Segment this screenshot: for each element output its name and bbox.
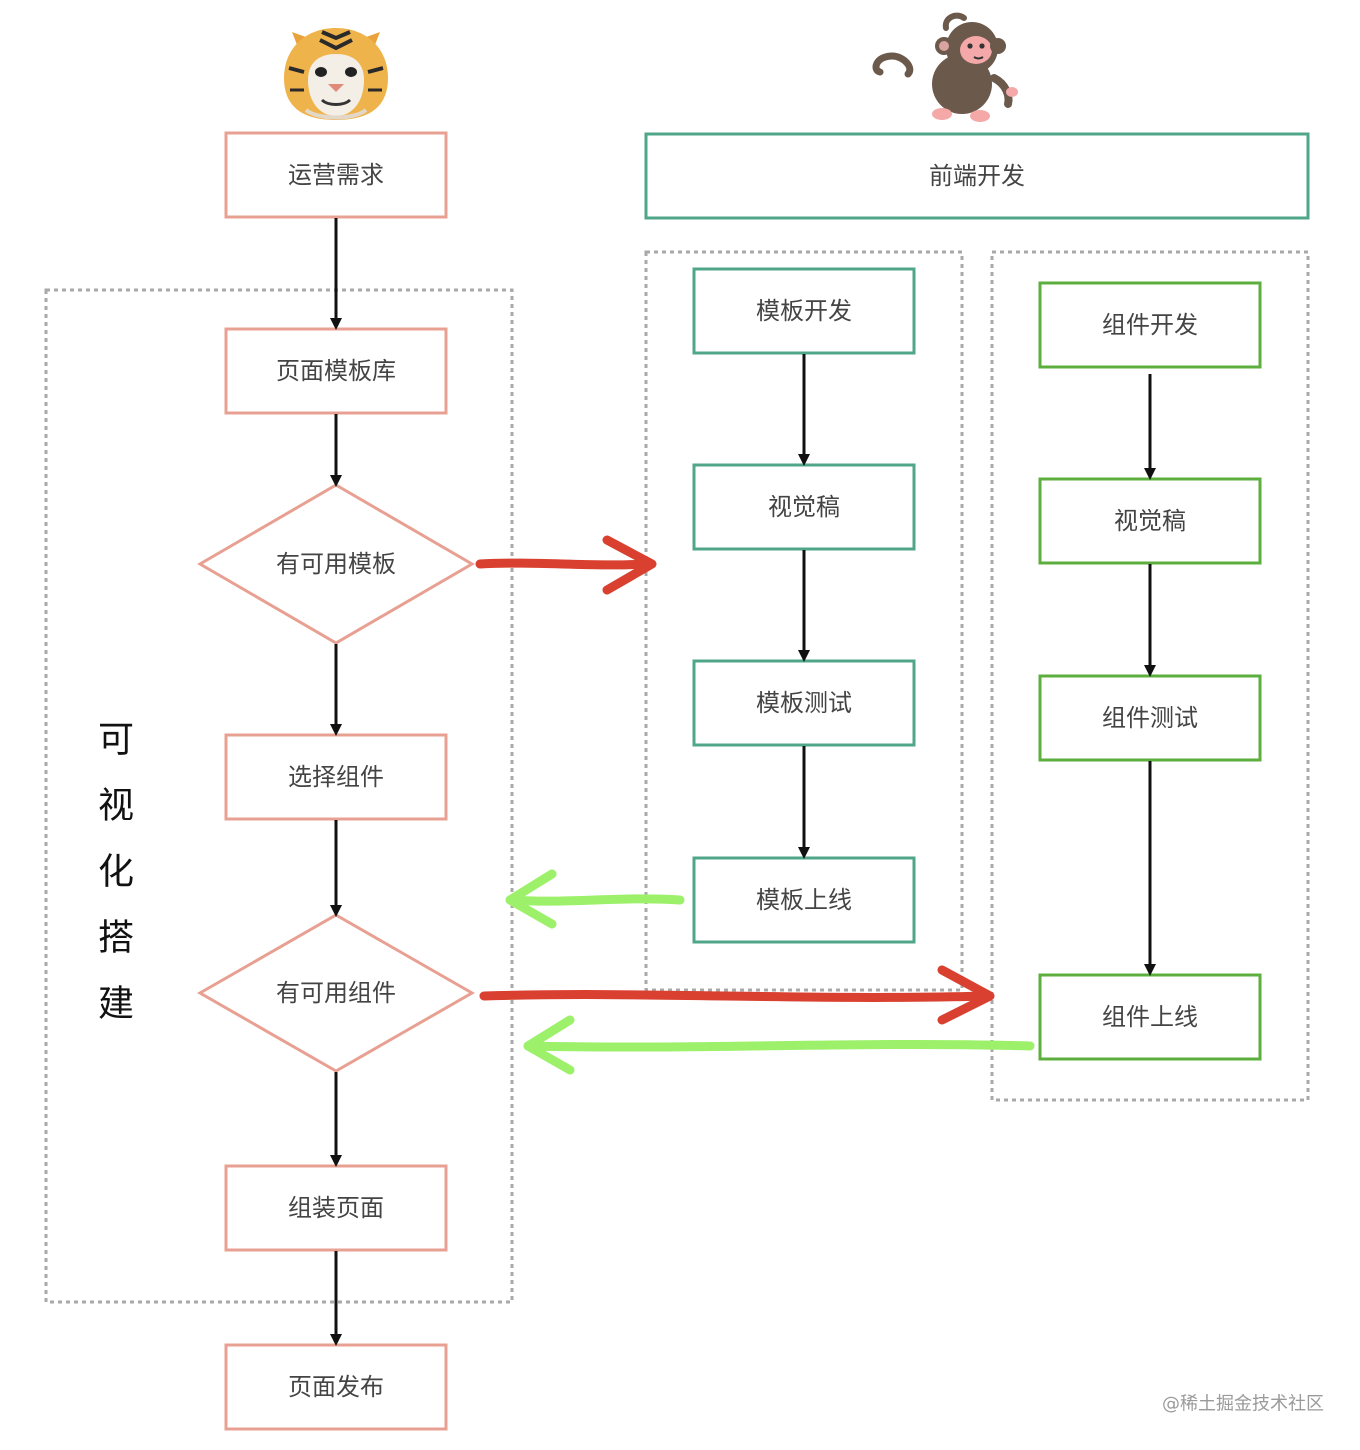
node-component-online: 组件上线 xyxy=(1038,973,1262,1061)
node-component-online-label: 组件上线 xyxy=(1102,1003,1198,1031)
green-arrow-component-return xyxy=(523,1015,1035,1075)
node-component-test: 组件测试 xyxy=(1038,674,1262,762)
green-arrow-template-return xyxy=(505,869,685,929)
monkey-icon xyxy=(872,12,1018,122)
visual-builder-char: 搭 xyxy=(98,918,134,959)
node-assemble-page-label: 组装页面 xyxy=(288,1194,384,1222)
node-component-dev: 组件开发 xyxy=(1038,281,1262,369)
visual-builder-char: 建 xyxy=(98,984,134,1025)
node-has-component: 有可用组件 xyxy=(196,913,476,1073)
node-frontend-dev-label: 前端开发 xyxy=(929,162,1025,190)
node-component-dev-label: 组件开发 xyxy=(1102,311,1198,339)
node-template-library-label: 页面模板库 xyxy=(276,357,396,385)
node-template-online: 模板上线 xyxy=(692,856,916,944)
node-template-dev: 模板开发 xyxy=(692,267,916,355)
node-has-template-label: 有可用模板 xyxy=(276,550,396,578)
node-template-visual-label: 视觉稿 xyxy=(768,493,840,521)
red-arrow-component-to-frontend xyxy=(479,965,995,1025)
node-template-test-label: 模板测试 xyxy=(756,689,852,717)
visual-builder-char: 视 xyxy=(98,786,134,827)
node-component-visual: 视觉稿 xyxy=(1038,477,1262,565)
node-template-library: 页面模板库 xyxy=(224,327,448,415)
node-has-component-label: 有可用组件 xyxy=(276,979,396,1007)
visual-builder-char: 可 xyxy=(98,720,134,761)
visual-builder-label: 可 视 化 搭 建 xyxy=(98,720,134,1025)
node-select-component-label: 选择组件 xyxy=(288,763,384,791)
node-select-component: 选择组件 xyxy=(224,733,448,821)
node-template-test: 模板测试 xyxy=(692,659,916,747)
node-publish-page-label: 页面发布 xyxy=(288,1373,384,1401)
node-frontend-dev: 前端开发 xyxy=(644,132,1310,220)
node-template-online-label: 模板上线 xyxy=(756,886,852,914)
node-component-test-label: 组件测试 xyxy=(1102,704,1198,732)
node-component-visual-label: 视觉稿 xyxy=(1114,507,1186,535)
node-ops-demand: 运营需求 xyxy=(224,131,448,219)
visual-builder-char: 化 xyxy=(98,852,134,893)
node-publish-page: 页面发布 xyxy=(224,1343,448,1431)
node-ops-demand-label: 运营需求 xyxy=(288,161,384,189)
visual-builder-group xyxy=(44,288,514,1304)
tiger-icon xyxy=(284,28,388,120)
node-template-dev-label: 模板开发 xyxy=(756,297,852,325)
watermark: @稀土掘金技术社区 xyxy=(1162,1394,1324,1415)
node-assemble-page: 组装页面 xyxy=(224,1164,448,1252)
template-dev-group xyxy=(644,250,964,992)
component-dev-group xyxy=(990,250,1310,1102)
node-has-template: 有可用模板 xyxy=(197,483,475,645)
red-arrow-template-to-frontend xyxy=(475,535,657,595)
node-template-visual: 视觉稿 xyxy=(692,463,916,551)
